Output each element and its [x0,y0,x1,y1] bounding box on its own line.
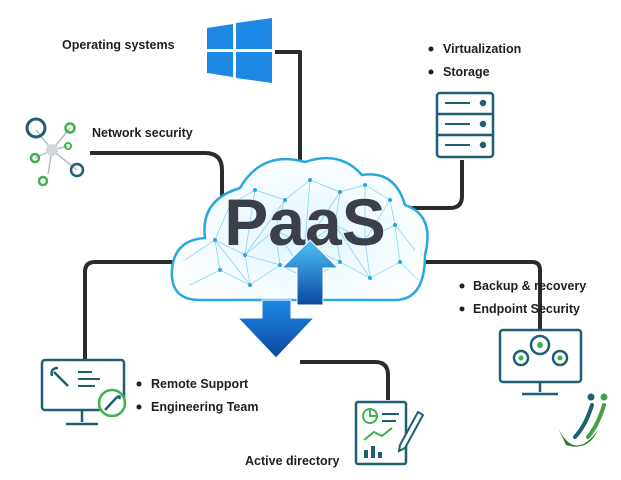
support-item-remote: Remote Support [151,377,249,391]
os-label: Operating systems [62,38,175,52]
support-list: Remote Support Engineering Team [136,377,258,414]
infra-list: Virtualization Storage [428,42,521,79]
wrench-monitor-icon [40,358,127,426]
company-logo-icon [558,393,608,447]
cloud-shape [170,156,429,302]
connector-infra [375,160,464,210]
network-label: Network security [92,126,193,140]
infra-item-virtualization: Virtualization [443,42,521,56]
support-item-engineering: Engineering Team [151,400,258,414]
backup-list: Backup & recovery Endpoint Security [459,279,586,316]
windows-logo-icon [207,18,272,83]
cloud-mesh-nodes [213,178,402,287]
directory-label: Active directory [245,454,340,468]
connector-directory [300,360,390,400]
connector-lines [83,50,542,400]
download-arrow-icon [236,299,316,359]
cloud-network-icon [170,156,429,302]
gear-monitor-icon [498,328,583,396]
network-nodes-icon [25,117,85,187]
upload-arrow-icon [280,239,340,306]
backup-item-recovery: Backup & recovery [473,279,586,293]
infra-item-storage: Storage [443,65,490,79]
backup-item-endpoint: Endpoint Security [473,302,580,316]
report-document-icon [354,400,425,466]
connector-network [90,151,224,200]
server-rack-icon [435,91,495,159]
connector-backup [400,260,542,330]
connector-os [275,50,302,162]
connector-support [83,260,205,360]
